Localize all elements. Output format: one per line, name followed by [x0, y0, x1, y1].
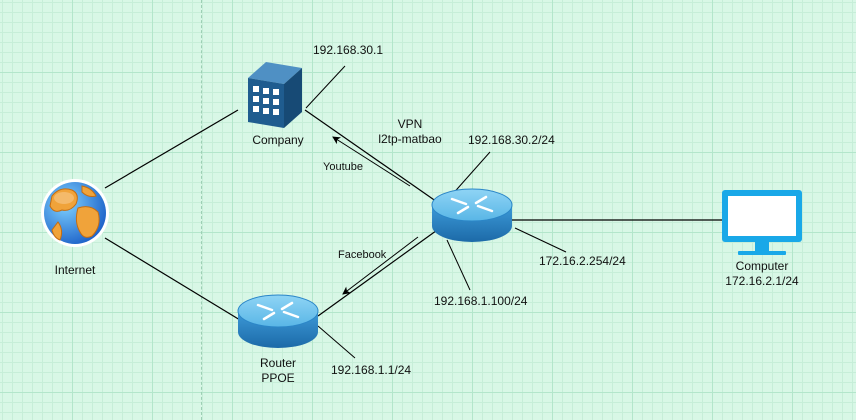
company-ip-label: 192.168.30.1	[313, 43, 384, 57]
computer-ip-label: 172.16.2.1/24	[725, 274, 799, 288]
monitor-icon	[722, 190, 802, 255]
router-ppoe-type-label: PPOE	[261, 371, 295, 385]
vpn-protocol-label: l2tp-matbao	[378, 132, 442, 146]
router-ppoe-label: Router	[259, 356, 297, 370]
globe-icon	[41, 179, 109, 247]
arrow-facebook	[342, 236, 419, 295]
tick-company-ip	[305, 65, 346, 109]
youtube-label: Youtube	[323, 161, 363, 173]
router-company-ip-label: 192.168.30.2/24	[468, 133, 555, 147]
vertical-guide-line	[201, 0, 202, 420]
tick-router-company-ip	[449, 151, 491, 198]
tick-router-lan-ip	[514, 227, 567, 253]
computer-label: Computer	[735, 259, 789, 273]
tick-router-wan-ip	[446, 239, 471, 291]
vpn-label: VPN	[397, 117, 423, 131]
facebook-label: Facebook	[338, 249, 387, 261]
arrow-youtube	[332, 136, 411, 187]
router-wan-ip-label: 192.168.1.100/24	[434, 294, 528, 308]
internet-label: Internet	[54, 263, 96, 277]
building-icon	[248, 62, 302, 128]
company-label: Company	[252, 133, 304, 147]
router-icon-main	[431, 188, 513, 242]
link-internet-router-ppoe	[104, 237, 241, 321]
router-icon-ppoe	[237, 294, 319, 348]
tick-ppoe-ip	[317, 325, 356, 359]
ppoe-ip-label: 192.168.1.1/24	[331, 363, 412, 377]
link-company-router	[304, 109, 441, 205]
router-lan-ip-label: 172.16.2.254/24	[539, 254, 626, 268]
link-internet-company	[104, 109, 239, 189]
link-router-ppoe-router	[317, 227, 441, 317]
